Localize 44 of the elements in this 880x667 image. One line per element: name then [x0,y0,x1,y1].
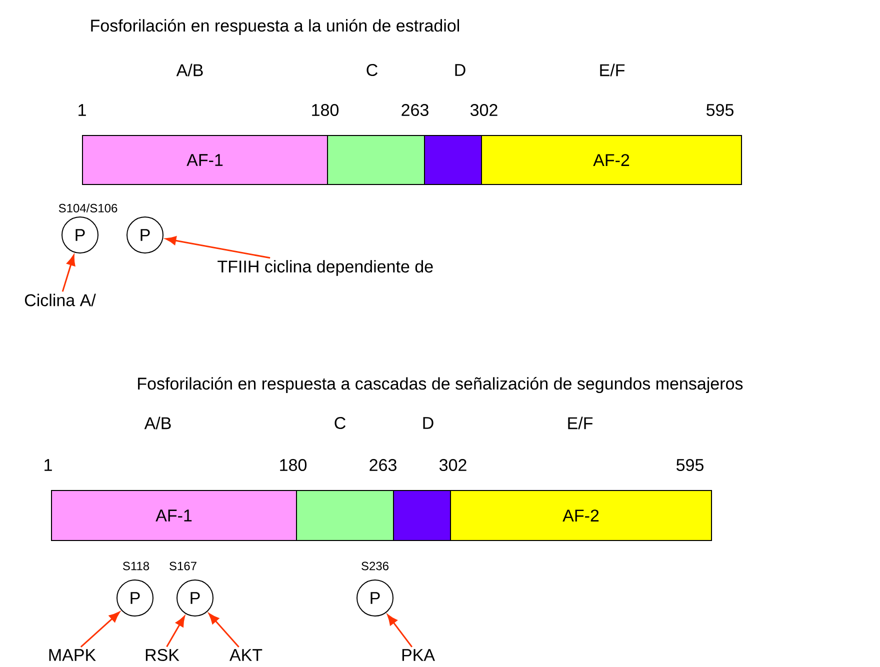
kinase-label: TFIIH ciclina dependiente de [218,260,433,276]
arrow [165,236,270,259]
domain-letter: A/B [176,64,203,76]
residue-number: 1 [78,104,86,116]
domain-segment: AF-1 [82,135,328,185]
residue-number: 595 [706,104,734,116]
site-label: S236 [362,562,388,570]
domain-segment [327,135,425,185]
site-label: S118 [122,562,150,570]
kinase-label: RSK [146,649,180,662]
domain-segment [424,135,482,185]
residue-number: 180 [312,104,339,116]
domain-segment [296,490,394,541]
arrow [387,614,413,648]
domain-letter: E/F [568,416,593,430]
domain-letter: C [366,64,378,76]
residue-number: 263 [402,104,428,116]
domain-segment: AF-2 [450,490,712,541]
domain-letter: C [334,416,346,430]
arrow [208,613,240,648]
residue-number: 302 [470,104,498,116]
domain-letter: D [455,64,466,76]
arrow [80,612,120,648]
domain-letter: A/B [144,416,171,430]
site-label: S167 [170,562,196,570]
domain-letter: D [423,417,434,429]
heading: Fosforilación en respuesta a la unión de estradiol [91,18,459,36]
domain-segment [393,490,451,541]
domain-segment: AF-2 [481,135,742,185]
residue-number: 263 [370,458,396,472]
heading: Fosforilación en respuesta a cascadas de señalización de segundos mensajeros [138,376,743,394]
residue-number: 1 [44,459,52,471]
kinase-label: MAPK [49,649,96,661]
kinase-label: Ciclina A/ [24,294,96,306]
site-label: S104/S106 [58,204,118,212]
kinase-label: PKA [402,649,435,661]
residue-number: 302 [439,458,466,472]
domain-letter: E/F [600,64,625,76]
residue-number: 180 [280,458,307,472]
kinase-label: AKT [230,649,262,661]
residue-number: 595 [676,458,704,472]
domain-segment: AF-1 [51,490,297,541]
arrow [166,616,185,648]
arrow [62,254,76,292]
